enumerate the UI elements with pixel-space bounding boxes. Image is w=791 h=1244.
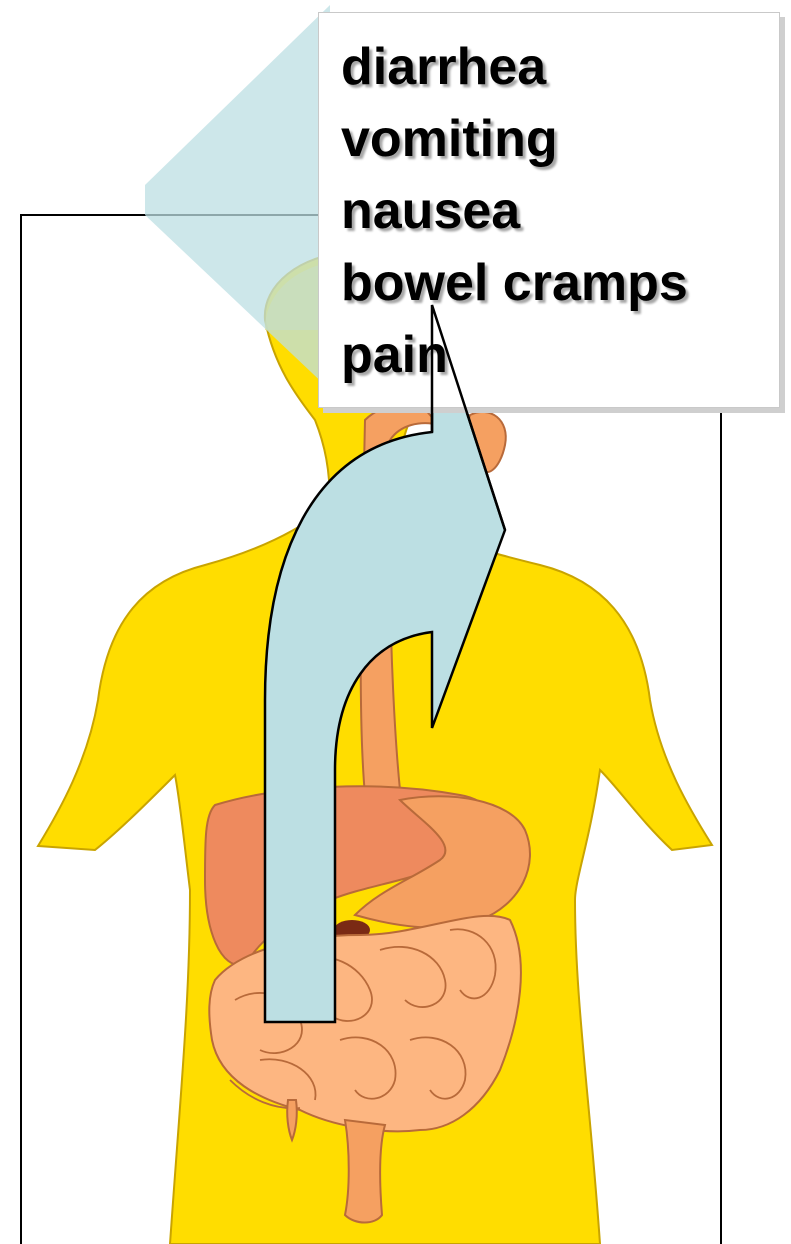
- symptom-item: diarrhea: [341, 31, 779, 103]
- callout-wedge: [145, 5, 330, 390]
- symptom-item: vomiting: [341, 103, 779, 175]
- symptom-list-box: diarrhea vomiting nausea bowel cramps pa…: [318, 12, 780, 408]
- symptom-item: nausea: [341, 175, 779, 247]
- symptom-item: pain: [341, 319, 779, 391]
- rectum: [345, 1120, 385, 1223]
- symptom-item: bowel cramps: [341, 247, 779, 319]
